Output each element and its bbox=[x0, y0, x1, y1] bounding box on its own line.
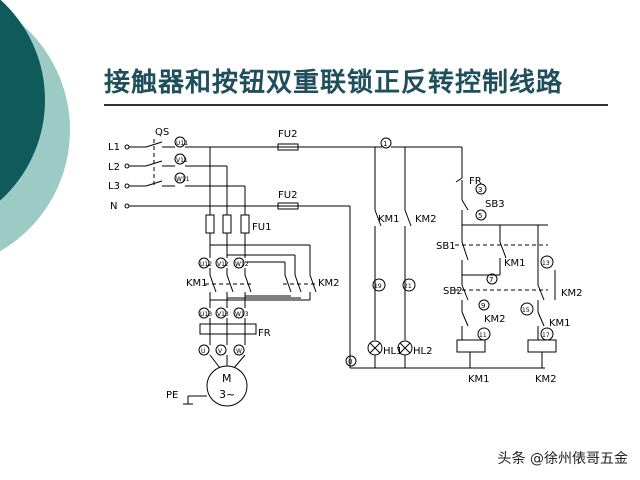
label-l1: L1 bbox=[108, 142, 120, 153]
label-fu1: FU1 bbox=[252, 222, 271, 233]
label-w11: W11 bbox=[176, 176, 190, 183]
label-v: V bbox=[218, 348, 223, 355]
main-circuit: FU1 U12 V12 W12 KM1 KM2 bbox=[166, 147, 340, 407]
label-km2-main: KM2 bbox=[318, 278, 340, 289]
label-pe: PE bbox=[166, 390, 178, 401]
label-node15: 15 bbox=[522, 307, 530, 314]
label-w13: W13 bbox=[235, 311, 249, 318]
label-km1-lock: KM1 bbox=[504, 258, 526, 269]
label-motor-m: M bbox=[222, 372, 232, 385]
label-node21: 21 bbox=[404, 283, 412, 290]
label-km1-main: KM1 bbox=[186, 278, 208, 289]
label-node11: 11 bbox=[479, 332, 487, 339]
label-v13: V13 bbox=[217, 311, 229, 318]
label-node13: 13 bbox=[542, 260, 550, 267]
label-node7: 7 bbox=[489, 276, 493, 284]
label-km2-aux: KM2 bbox=[415, 214, 437, 225]
qs-switch: QS bbox=[145, 127, 172, 187]
page-title: 接触器和按钮双重联锁正反转控制线路 bbox=[104, 68, 564, 98]
label-motor-3: 3~ bbox=[219, 388, 235, 401]
label-fu2-top: FU2 bbox=[278, 129, 297, 140]
label-fr-ctrl: FR bbox=[469, 176, 482, 187]
label-v12: V12 bbox=[217, 261, 229, 268]
label-hl2: HL2 bbox=[413, 346, 432, 357]
label-node3: 3 bbox=[478, 186, 482, 194]
label-l2: L2 bbox=[108, 162, 120, 173]
label-u13: U13 bbox=[200, 311, 212, 318]
label-km2-coil: KM2 bbox=[535, 374, 557, 385]
label-u12: U12 bbox=[200, 261, 212, 268]
label-u: U bbox=[201, 348, 205, 355]
motor-circle bbox=[206, 365, 248, 407]
label-sb1: SB1 bbox=[436, 241, 456, 252]
label-node9: 9 bbox=[481, 302, 485, 310]
label-v11: V11 bbox=[176, 157, 188, 164]
label-node17: 17 bbox=[542, 332, 550, 339]
label-fr-main: FR bbox=[258, 328, 271, 339]
label-n: N bbox=[110, 201, 117, 212]
fu2-top-fuse bbox=[277, 143, 299, 151]
km1-coil bbox=[456, 339, 486, 353]
fu2-mid-fuse bbox=[277, 202, 299, 210]
label-km1-coil: KM1 bbox=[468, 374, 490, 385]
fr-main-box bbox=[199, 323, 257, 335]
label-w: W bbox=[236, 348, 242, 355]
label-sb3: SB3 bbox=[485, 199, 505, 210]
label-km2-lock: KM2 bbox=[561, 288, 583, 299]
label-hl1: HL1 bbox=[383, 346, 402, 357]
decor-circle-dark bbox=[0, 0, 45, 201]
label-qs: QS bbox=[155, 127, 169, 138]
label-node0: 0 bbox=[348, 358, 352, 366]
terminals-11: U11 V11 W11 bbox=[172, 136, 382, 187]
watermark: 头条 @徐州俵哥五金 bbox=[497, 451, 628, 467]
label-node19: 19 bbox=[374, 283, 382, 290]
fu2-fuses: FU2 FU2 bbox=[277, 129, 299, 210]
label-u11: U11 bbox=[176, 140, 188, 147]
label-km1-il: KM1 bbox=[549, 318, 571, 329]
label-w12: W12 bbox=[235, 261, 249, 268]
km2-coil bbox=[527, 339, 557, 353]
label-fu2-mid: FU2 bbox=[278, 190, 297, 201]
control-circuit: 1 KM1 KM2 19 21 HL1 HL2 0 FR bbox=[345, 137, 583, 385]
label-km1-aux: KM1 bbox=[378, 214, 400, 225]
supply-lines: L1 L2 L3 N bbox=[108, 142, 350, 212]
label-sb2: SB2 bbox=[443, 286, 463, 297]
label-node1: 1 bbox=[383, 140, 387, 148]
title-underline bbox=[104, 104, 608, 106]
label-km2-il: KM2 bbox=[484, 314, 506, 325]
label-l3: L3 bbox=[108, 181, 120, 192]
label-node5: 5 bbox=[478, 212, 482, 220]
